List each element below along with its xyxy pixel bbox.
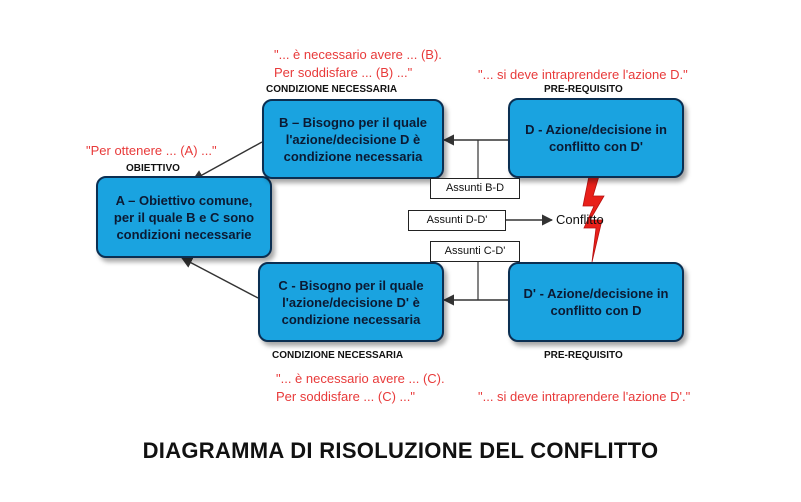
label-obiettivo: OBIETTIVO: [126, 163, 180, 174]
node-b-need: B – Bisogno per il quale l'azione/decisi…: [262, 99, 444, 179]
label-cond-top: CONDIZIONE NECESSARIA: [266, 84, 398, 95]
assumption-cd: Assunti C-D': [430, 241, 520, 262]
label-prereq-bottom: PRE-REQUISITO: [544, 350, 623, 361]
label-prereq-top: PRE-REQUISITO: [544, 84, 623, 95]
quote-d: "... si deve intraprendere l'azione D.": [478, 67, 688, 82]
assumption-bd: Assunti B-D: [430, 178, 520, 199]
quote-d2: "... si deve intraprendere l'azione D'.": [478, 389, 691, 404]
arrow-c-to-a: [181, 257, 259, 299]
quote-c: "... è necessario avere ... (C). Per sod…: [276, 371, 445, 404]
node-c-need: C - Bisogno per il quale l'azione/decisi…: [258, 262, 444, 342]
arrow-b-to-a: [192, 141, 263, 181]
diagram-title: DIAGRAMMA DI RISOLUZIONE DEL CONFLITTO: [142, 438, 659, 463]
node-a-objective: A – Obiettivo comune, per il quale B e C…: [96, 176, 272, 258]
assumption-dd: Assunti D-D': [408, 210, 506, 231]
quote-b: "... è necessario avere ... (B). Per sod…: [274, 47, 442, 80]
quote-a: "Per ottenere ... (A) ...": [86, 143, 217, 158]
node-d2-action: D' - Azione/decisione in conflitto con D: [508, 262, 684, 342]
conflict-label: Conflitto: [556, 212, 604, 227]
node-d-action: D - Azione/decisione in conflitto con D': [508, 98, 684, 178]
label-cond-bottom: CONDIZIONE NECESSARIA: [272, 350, 404, 361]
lightning-bolt-icon: [582, 175, 605, 263]
